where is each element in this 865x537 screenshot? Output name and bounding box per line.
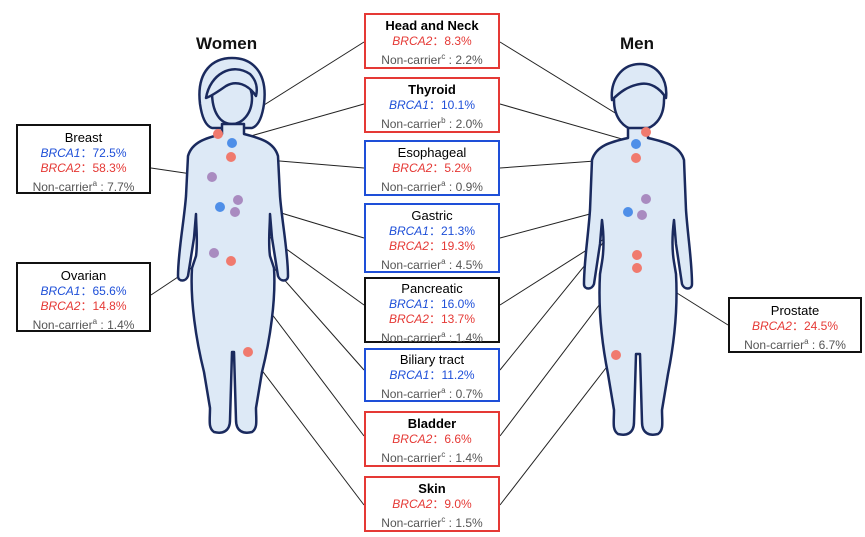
dot-women-ovarian [209,248,219,258]
biliary-noncarrier: Non-carriera : 0.7% [381,386,483,401]
ovarian-brca1: BRCA1：65.6% [40,284,127,298]
gastric-noncarrier: Non-carriera : 4.5% [381,257,483,272]
ovarian-noncarrier: Non-carriera : 1.4% [32,317,135,332]
breast-brca2: BRCA2：58.3% [40,161,127,175]
dot-men-skin [611,350,621,360]
dot-women-esophageal [226,152,236,162]
woman-dots [207,129,253,357]
line-men-skin [499,354,617,506]
biliary-brca1: BRCA1：11.2% [389,368,475,382]
skin-title: Skin [418,481,446,496]
ovarian-title: Ovarian [60,268,107,283]
box-breast: Breast BRCA1：72.5% BRCA2：58.3% Non-carri… [16,124,151,194]
dot-men-thyroid [631,139,641,149]
dot-men-prostate [632,263,642,273]
dot-women-gastric [233,195,243,205]
dot-women-thyroid [227,138,237,148]
esophageal-brca2: BRCA2：5.2% [392,161,472,175]
dot-women-bladder [226,256,236,266]
woman-bangs [204,68,258,100]
breast-title: Breast [64,130,103,145]
dot-men-pancreatic [637,210,647,220]
line-women-skin [247,351,365,506]
bladder-brca2: BRCA2：6.6% [392,432,472,446]
man-body [582,126,694,436]
gastric-brca2: BRCA2：19.3% [388,239,476,253]
skin-brca2: BRCA2：9.0% [392,497,472,511]
dot-women-pancreatic [230,207,240,217]
bladder-noncarrier: Non-carrierc : 1.4% [381,450,483,465]
skin-noncarrier: Non-carrierc : 1.5% [381,515,483,530]
breast-brca1: BRCA1：72.5% [40,146,127,160]
head-neck-noncarrier: Non-carrierc : 2.2% [381,52,483,67]
dot-women-breast [207,172,217,182]
breast-noncarrier: Non-carriera : 7.7% [32,179,135,194]
thyroid-brca1: BRCA1：10.1% [388,98,476,112]
dot-women-skin [243,347,253,357]
thyroid-title: Thyroid [408,82,456,97]
box-bladder: Bladder BRCA2：6.6% Non-carrierc : 1.4% [364,411,500,467]
dot-women-head-neck [213,129,223,139]
dot-women-biliary [215,202,225,212]
pancreatic-title: Pancreatic [401,281,463,296]
man-hair-icon [610,62,668,102]
line-men-thyroid [499,103,637,144]
box-head-neck: Head and Neck BRCA2：8.3% Non-carrierc : … [364,13,500,69]
pancreatic-brca1: BRCA1：16.0% [388,297,476,311]
box-esophageal: Esophageal BRCA2：5.2% Non-carriera : 0.9… [364,140,500,196]
box-skin: Skin BRCA2：9.0% Non-carrierc : 1.5% [364,476,500,532]
ovarian-brca2: BRCA2：14.8% [40,299,127,313]
biliary-title: Biliary tract [399,352,465,367]
head-neck-brca2: BRCA2：8.3% [392,34,472,48]
dot-men-gastric [641,194,651,204]
esophageal-title: Esophageal [397,145,467,160]
bladder-title: Bladder [407,416,457,431]
man-figure [582,62,694,436]
dot-men-bladder [632,250,642,260]
pancreatic-noncarrier: Non-carriera : 1.4% [381,330,483,345]
esophageal-noncarrier: Non-carriera : 0.9% [381,179,483,194]
pancreatic-brca2: BRCA2：13.7% [388,312,476,326]
dot-men-head-neck [641,127,651,137]
prostate-noncarrier: Non-carriera : 6.7% [744,337,846,352]
box-gastric: Gastric BRCA1：21.3% BRCA2：19.3% Non-carr… [364,203,500,273]
men-heading: Men [620,34,654,53]
women-heading: Women [196,34,258,53]
box-biliary: Biliary tract BRCA1：11.2% Non-carriera :… [364,348,500,402]
gastric-title: Gastric [411,208,453,223]
woman-figure [176,56,290,434]
thyroid-noncarrier: Non-carrierb : 2.0% [381,116,483,131]
woman-body [176,122,290,434]
box-pancreatic: Pancreatic BRCA1：16.0% BRCA2：13.7% Non-c… [364,277,500,345]
gastric-brca1: BRCA1：21.3% [388,224,476,238]
dot-men-esophageal [631,153,641,163]
dot-men-biliary [623,207,633,217]
box-prostate: Prostate BRCA2：24.5% Non-carriera : 6.7% [728,297,862,353]
man-dots [611,127,651,360]
line-women-thyroid [232,103,365,142]
head-neck-title: Head and Neck [385,18,479,33]
box-ovarian: Ovarian BRCA1：65.6% BRCA2：14.8% Non-carr… [16,262,151,332]
box-thyroid: Thyroid BRCA1：10.1% Non-carrierb : 2.0% [364,77,500,133]
prostate-title: Prostate [770,303,820,318]
prostate-brca2: BRCA2：24.5% [751,319,839,333]
